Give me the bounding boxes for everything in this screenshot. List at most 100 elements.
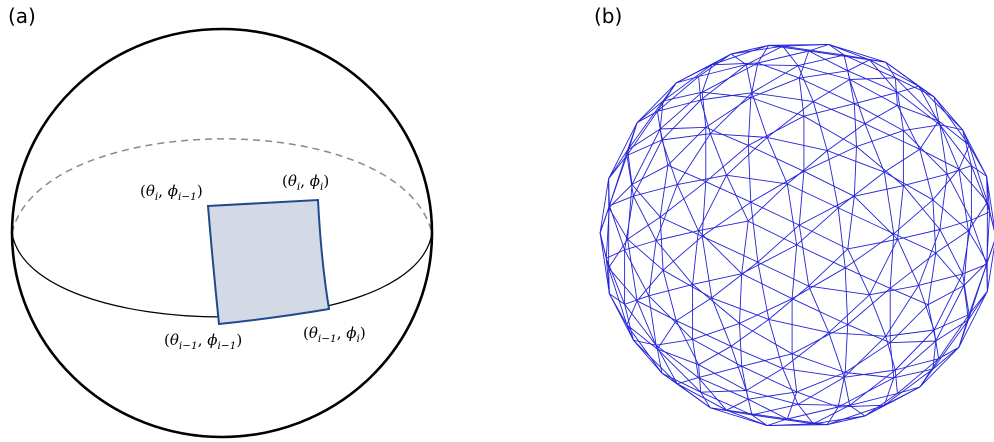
wireframe-edge	[932, 199, 937, 253]
wireframe-edge	[828, 43, 886, 63]
wireframe-edge	[946, 173, 972, 221]
wireframe-edge	[845, 267, 891, 289]
wireframe-edge	[968, 230, 988, 263]
wireframe-edge	[627, 184, 633, 240]
wireframe-edge	[808, 285, 870, 296]
wireframe-edge	[932, 319, 969, 370]
wireframe-edge	[847, 196, 855, 249]
wireframe-edge	[808, 43, 829, 52]
wireframe-edge	[897, 85, 919, 93]
wireframe-edge	[748, 220, 797, 246]
wireframe-edge	[705, 126, 749, 146]
wireframe-edge	[659, 100, 664, 130]
wireframe-edge	[662, 235, 703, 271]
wireframe-edge	[864, 393, 898, 417]
wireframe-edge	[845, 372, 894, 379]
wireframe-edge	[813, 404, 850, 425]
wireframe-edge	[675, 64, 712, 84]
wireframe-edge	[656, 338, 693, 346]
wireframe-edge	[827, 415, 866, 426]
wireframe-edge	[657, 76, 699, 112]
wireframe-edge	[757, 224, 800, 263]
wireframe-edge	[627, 128, 661, 151]
wireframe-edge	[849, 79, 898, 106]
wireframe-edge	[884, 368, 934, 406]
wireframe-edge	[797, 65, 814, 102]
wireframe-edge	[692, 273, 742, 285]
wireframe-edge	[935, 285, 965, 342]
wireframe-edge	[675, 320, 700, 365]
wireframe-edge	[705, 145, 749, 183]
wireframe-edge	[935, 230, 969, 254]
wireframe-edge	[659, 181, 707, 218]
wireframe-edge	[919, 120, 939, 150]
wireframe-edge	[883, 377, 895, 406]
wireframe-edge	[808, 285, 830, 333]
wireframe-edge	[791, 324, 848, 355]
wireframe-edge	[963, 261, 988, 286]
wireframe-edge	[854, 91, 898, 105]
wireframe-edge	[963, 285, 969, 320]
wireframe-edge	[657, 99, 701, 112]
wireframe-edge	[631, 128, 661, 185]
wireframe-edge	[808, 50, 849, 72]
wireframe-edge	[609, 293, 634, 341]
wireframe-edge	[826, 150, 839, 208]
wireframe-edge	[869, 59, 898, 93]
wireframe-edge	[782, 367, 845, 378]
wireframe-edge	[746, 64, 799, 67]
wireframe-edge	[609, 195, 634, 207]
wireframe-edge	[938, 120, 960, 170]
wireframe-edge	[849, 369, 896, 406]
wireframe-edge	[796, 372, 846, 393]
wireframe-edge	[627, 216, 661, 240]
wireframe-edge	[661, 133, 711, 141]
wireframe-edge	[675, 297, 712, 322]
wireframe-edge	[677, 377, 699, 385]
wireframe-edge	[698, 76, 702, 101]
wireframe-edge	[739, 323, 793, 355]
wireframe-edge	[698, 365, 742, 379]
wireframe-edge	[741, 365, 797, 393]
wireframe-edge	[750, 170, 805, 203]
wireframe-edge	[884, 148, 921, 173]
wireframe-edge	[655, 230, 699, 241]
wireframe-edge	[837, 171, 885, 209]
wireframe-edge	[702, 235, 758, 263]
wireframe-edge	[894, 77, 939, 122]
wireframe-edge	[791, 298, 848, 326]
wireframe-edge	[797, 54, 845, 67]
wireframe-edge	[767, 136, 828, 152]
wireframe-edge	[919, 346, 960, 388]
wireframe-edge	[726, 174, 788, 185]
wireframe-edge	[854, 103, 904, 131]
wireframe-edge	[648, 240, 657, 296]
wireframe-edge	[705, 97, 752, 128]
wireframe-edge	[932, 199, 969, 232]
wireframe-edge	[701, 181, 707, 237]
wireframe-edge	[660, 216, 703, 237]
wireframe-edge	[927, 252, 937, 305]
wireframe-edge	[661, 99, 702, 141]
wireframe-edge	[958, 169, 969, 231]
wireframe-edge	[919, 149, 934, 200]
corner-label-bottom-left: (θi−1, ϕi−1)	[164, 331, 242, 352]
wireframe-edge	[730, 44, 769, 55]
wireframe-edge	[791, 353, 798, 392]
wireframe-edge	[791, 244, 798, 299]
wireframe-edge	[864, 123, 920, 150]
wireframe-edge	[847, 59, 870, 72]
wireframe-edge	[837, 207, 846, 268]
wireframe-edge	[967, 262, 988, 321]
wireframe-edge	[626, 324, 634, 341]
wireframe-edge	[938, 120, 970, 146]
wireframe-edge	[768, 44, 809, 52]
wireframe-edge	[828, 332, 886, 337]
wireframe-edge	[890, 340, 936, 344]
wireframe-edge	[939, 124, 963, 131]
wireframe-edge	[627, 150, 633, 185]
wireframe-edge	[844, 324, 849, 373]
wireframe-edge	[657, 348, 702, 393]
wireframe-edge	[849, 405, 866, 417]
wireframe-edge	[894, 369, 898, 394]
